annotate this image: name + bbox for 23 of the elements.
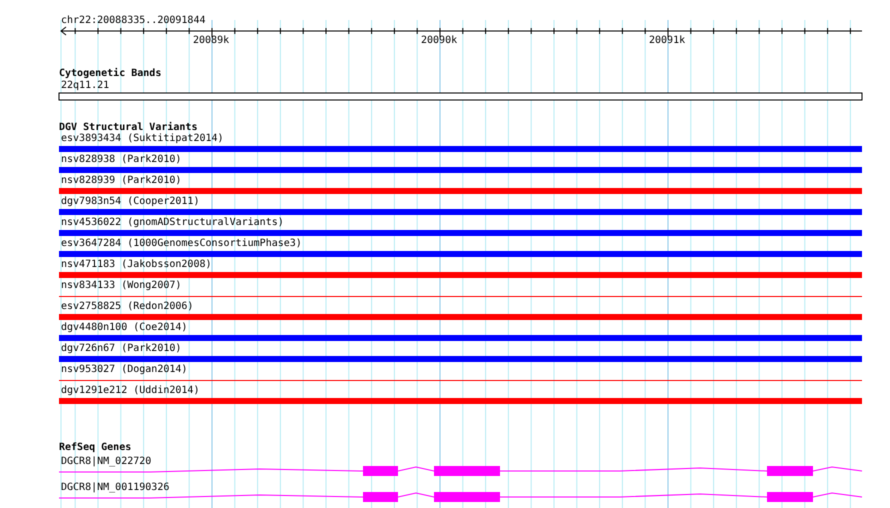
scale-tick-label: 20090k: [421, 35, 458, 46]
track-title: DGV Structural Variants: [59, 122, 198, 133]
variant-label: nsv4536022 (gnomADStructuralVariants): [61, 217, 284, 228]
variant-label: dgv4480n100 (Coe2014): [61, 322, 188, 333]
variant-label: dgv7983n54 (Cooper2011): [61, 196, 200, 207]
variant-label: nsv828939 (Park2010): [61, 175, 182, 186]
variant-label: esv3647284 (1000GenomesConsortiumPhase3): [61, 238, 302, 249]
variant-label: nsv834133 (Wong2007): [61, 280, 182, 291]
variant-label: nsv953027 (Dogan2014): [61, 364, 188, 375]
scale-tick-label: 20091k: [649, 35, 686, 46]
coordinate-range-label: chr22:20088335..20091844: [61, 15, 206, 26]
gene-label: DGCR8|NM_001190326: [61, 482, 170, 493]
variant-label: dgv1291e212 (Uddin2014): [61, 385, 200, 396]
variant-label: dgv726n67 (Park2010): [61, 343, 182, 354]
variant-label: esv3893434 (Suktitipat2014): [61, 133, 224, 144]
scale-tick-label: 20089k: [193, 35, 230, 46]
band-label: 22q11.21: [61, 80, 110, 91]
variant-label: esv2758825 (Redon2006): [61, 301, 194, 312]
gene-label: DGCR8|NM_022720: [61, 456, 152, 467]
track-title: Cytogenetic Bands: [59, 68, 162, 79]
variant-label: nsv471183 (Jakobsson2008): [61, 259, 212, 270]
variant-label: nsv828938 (Park2010): [61, 154, 182, 165]
track-title: RefSeq Genes: [59, 442, 132, 453]
